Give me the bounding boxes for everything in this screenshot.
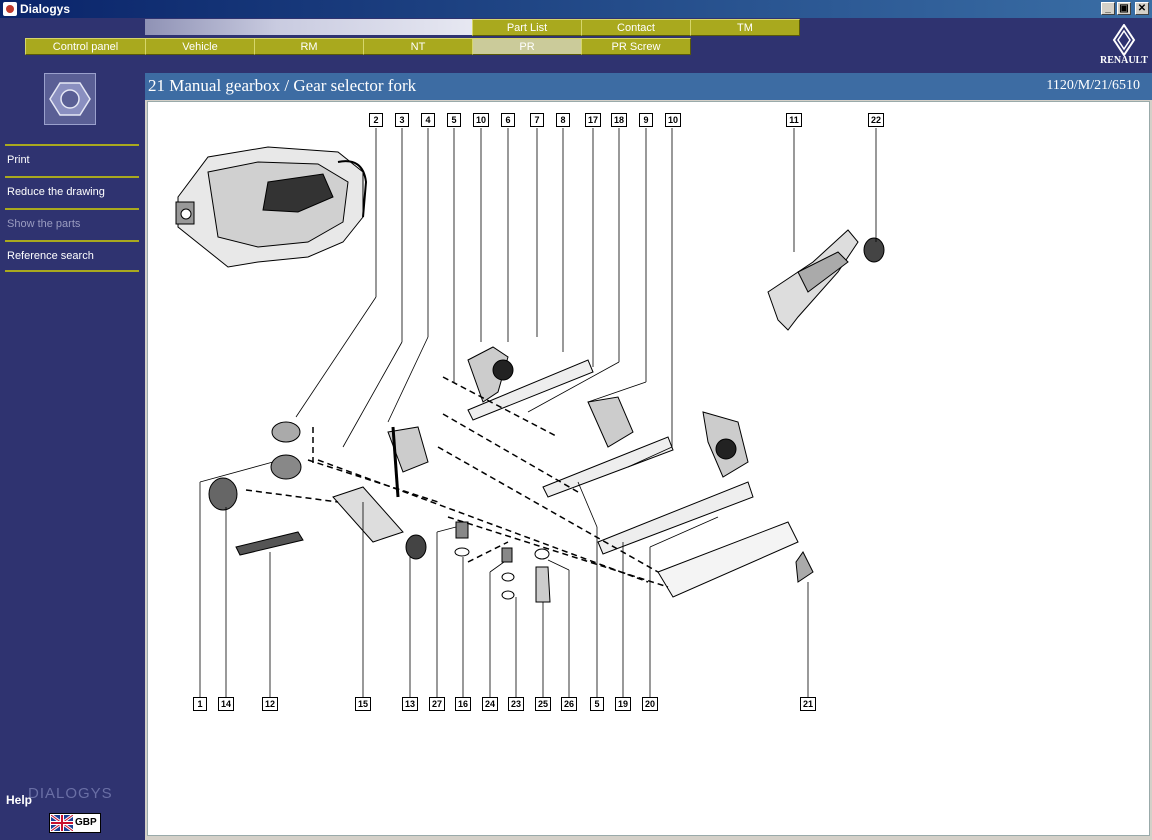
release-fork-illustration: [767, 229, 885, 331]
tab-pr-screw[interactable]: PR Screw: [581, 38, 691, 55]
callout-10-top-b[interactable]: 10: [665, 113, 681, 127]
page-header: 21 Manual gearbox / Gear selector fork 1…: [145, 73, 1152, 100]
menu-reduce-drawing[interactable]: Reduce the drawing: [5, 176, 139, 206]
callout-7[interactable]: 7: [530, 113, 544, 127]
callout-20[interactable]: 20: [642, 697, 658, 711]
language-selector[interactable]: GBP: [49, 813, 101, 833]
tab-part-list[interactable]: Part List: [472, 19, 582, 36]
renault-diamond-icon: [1112, 23, 1136, 57]
tab-control-panel[interactable]: Control panel: [25, 38, 146, 55]
callout-15[interactable]: 15: [355, 697, 371, 711]
callout-11[interactable]: 11: [786, 113, 802, 127]
window-title: Dialogys: [20, 2, 71, 16]
callout-6[interactable]: 6: [501, 113, 515, 127]
menu-reference-search[interactable]: Reference search: [5, 240, 139, 272]
menu-print[interactable]: Print: [5, 144, 139, 174]
tab-pr[interactable]: PR: [472, 38, 582, 55]
brand-name: RENAULT: [1100, 55, 1148, 66]
callout-23[interactable]: 23: [508, 697, 524, 711]
callout-5-bottom[interactable]: 5: [590, 697, 604, 711]
renault-logo: RENAULT: [1098, 23, 1150, 68]
callout-19[interactable]: 19: [615, 697, 631, 711]
page-reference: 1120/M/21/6510: [1046, 78, 1140, 93]
maximize-button[interactable]: ▣: [1117, 2, 1131, 15]
tab-contact[interactable]: Contact: [581, 19, 691, 36]
callout-25[interactable]: 25: [535, 697, 551, 711]
callout-27[interactable]: 27: [429, 697, 445, 711]
leader-lines: [199, 128, 877, 697]
callout-3[interactable]: 3: [395, 113, 409, 127]
minimize-button[interactable]: _: [1101, 2, 1115, 15]
callout-26[interactable]: 26: [561, 697, 577, 711]
close-button[interactable]: ✕: [1135, 2, 1149, 15]
gearbox-diagram: [175, 128, 885, 697]
callout-22[interactable]: 22: [868, 113, 884, 127]
app-header: Part List Contact TM Control panel Vehic…: [0, 18, 1152, 73]
callout-10-top-a[interactable]: 10: [473, 113, 489, 127]
callout-4[interactable]: 4: [421, 113, 435, 127]
callout-13[interactable]: 13: [402, 697, 418, 711]
gearbox-housing-illustration: [175, 146, 368, 268]
page-title: 21 Manual gearbox / Gear selector fork: [148, 76, 417, 95]
callout-24[interactable]: 24: [482, 697, 498, 711]
callout-14[interactable]: 14: [218, 697, 234, 711]
tab-nt[interactable]: NT: [363, 38, 473, 55]
callout-8[interactable]: 8: [556, 113, 570, 127]
callout-1[interactable]: 1: [193, 697, 207, 711]
callout-12[interactable]: 12: [262, 697, 278, 711]
callout-18[interactable]: 18: [611, 113, 627, 127]
language-code: GBP: [75, 817, 97, 828]
exploded-drawing: 2 3 4 5 10 6 7 8 17 18 9 10 11 22 1 14 1…: [147, 101, 1150, 836]
nut-icon: [44, 73, 96, 125]
tab-vehicle[interactable]: Vehicle: [145, 38, 255, 55]
uk-flag-icon: [51, 815, 73, 831]
sidebar: Print Reduce the drawing Show the parts …: [0, 73, 145, 840]
callout-9[interactable]: 9: [639, 113, 653, 127]
selector-forks-illustration: [208, 346, 814, 603]
assembly-lines: [245, 376, 669, 588]
tab-tm[interactable]: TM: [690, 19, 800, 36]
window-titlebar: Dialogys _ ▣ ✕: [0, 0, 1152, 18]
callout-2[interactable]: 2: [369, 113, 383, 127]
header-decoration: [145, 19, 475, 35]
callout-16[interactable]: 16: [455, 697, 471, 711]
menu-show-parts[interactable]: Show the parts: [5, 208, 139, 238]
dialogys-watermark: DIALOGYS: [28, 785, 113, 802]
help-link[interactable]: Help: [6, 793, 33, 807]
callout-21[interactable]: 21: [800, 697, 816, 711]
tab-rm[interactable]: RM: [254, 38, 364, 55]
callout-17[interactable]: 17: [585, 113, 601, 127]
app-icon: [3, 2, 17, 16]
callout-5-top[interactable]: 5: [447, 113, 461, 127]
